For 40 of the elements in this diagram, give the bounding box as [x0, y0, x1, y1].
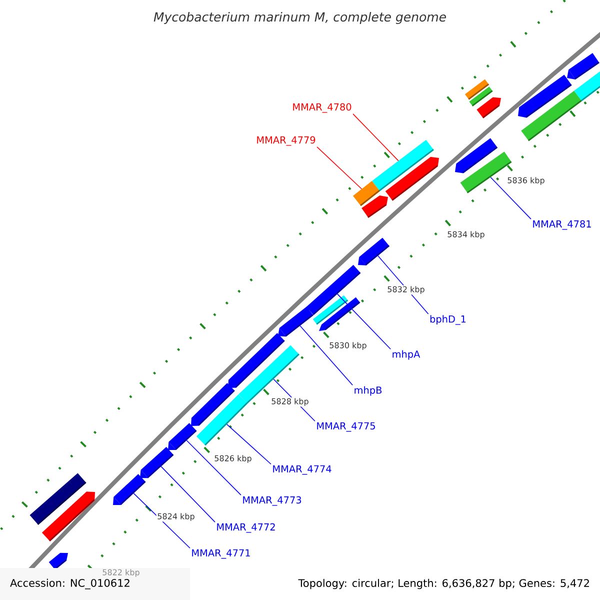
genome-info-text: Topology: circular; Length: 6,636,827 bp; Genes: 5,472 [298, 578, 589, 590]
gene-label: MMAR_4773 [243, 496, 302, 506]
title: Mycobacterium marinum M, complete genome [154, 12, 446, 24]
gene-label: MMAR_4772 [217, 523, 275, 533]
tick-label: 5828 kbp [270, 397, 310, 407]
tick-label: 5834 kbp [446, 230, 486, 240]
leader-line [226, 424, 272, 465]
gene-label: MMAR_4779 [257, 136, 316, 146]
leader-line [300, 325, 353, 386]
gene-bar [372, 140, 434, 192]
gene-bar [196, 394, 248, 446]
tick-label: 5832 kbp [386, 285, 426, 295]
tick-label: 5824 kbp [156, 512, 196, 522]
leader-line [186, 440, 242, 496]
accession-text: Accession: NC_010612 [10, 578, 130, 590]
leader-line [133, 492, 190, 549]
gene-bar [113, 474, 146, 505]
gene-bar [358, 238, 390, 266]
gene-bar [352, 180, 380, 206]
tick-label: 5836 kbp [506, 176, 546, 186]
tick-label: 5830 kbp [328, 341, 368, 351]
gene-label: MMAR_4774 [273, 465, 332, 475]
gene-bar [306, 264, 361, 316]
gene-label: mhpB [354, 386, 382, 396]
leader-line [352, 114, 399, 162]
leader-line [316, 146, 362, 190]
leader-line [160, 466, 216, 522]
leader-line [490, 176, 532, 220]
gene-label: MMAR_4771 [192, 549, 250, 559]
gene-bar [278, 306, 314, 337]
gene-bar [567, 53, 600, 80]
leader-line [336, 294, 391, 350]
gene-label: MMAR_4781 [533, 220, 591, 230]
gene-label: MMAR_4780 [293, 103, 352, 113]
gene-label: mhpA [392, 350, 420, 360]
gene-label: bphD_1 [430, 315, 466, 325]
gene-label: MMAR_4775 [317, 422, 375, 432]
tick-label: 5826 kbp [213, 454, 253, 464]
gene-bar [140, 446, 174, 478]
gene-bar [168, 422, 197, 450]
